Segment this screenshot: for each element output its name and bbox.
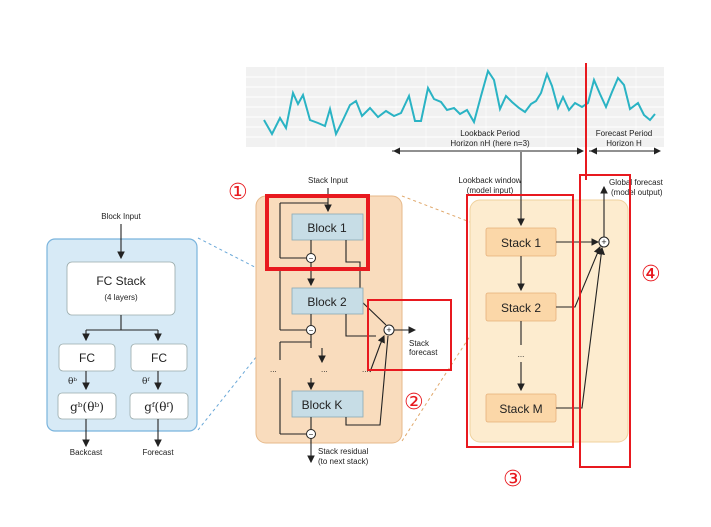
lookback-horizon-label: Horizon nH (here n=3)	[450, 139, 530, 148]
stack-2-label: Stack 2	[501, 301, 541, 315]
theta-f-label: θᶠ	[142, 377, 150, 387]
block-input-label: Block Input	[101, 212, 141, 221]
red-annotations: ① ② ③ ④	[228, 174, 661, 492]
highlight-box-4	[579, 174, 631, 468]
time-series-line	[263, 68, 656, 137]
svg-text:−: −	[309, 326, 314, 335]
lookback-period-label: Lookback Period	[460, 129, 520, 138]
annotation-number-4: ④	[641, 262, 661, 287]
stack-dots: ...	[518, 350, 525, 359]
stack-forecast-label-1: Stack	[409, 339, 430, 348]
forecast-period-label: Forecast Period	[596, 129, 652, 138]
block-1-label: Block 1	[307, 221, 347, 235]
fc-forecast-box	[130, 343, 188, 372]
svg-text:−: −	[309, 254, 314, 263]
block-k	[291, 390, 364, 418]
stack-m-label: Stack M	[499, 402, 542, 416]
fc-stack-label: FC Stack	[96, 274, 146, 288]
dots-right: ...	[362, 365, 369, 374]
global-forecast-label-2: (model output)	[611, 188, 663, 197]
time-series-strip: Lookback Period Horizon nH (here n=3) Fo…	[246, 63, 664, 180]
lookback-window-label-2: (model input)	[467, 186, 514, 195]
theta-b-label: θᵇ	[68, 377, 77, 387]
fc-stack-sublabel: (4 layers)	[104, 293, 138, 302]
forecast-label: Forecast	[142, 448, 174, 457]
annotation-number-2: ②	[404, 390, 424, 415]
stack-detail-panel: Stack Input Block 1 − Block 2 − + Stack …	[255, 176, 497, 466]
stack-forecast-label-2: forecast	[409, 348, 438, 357]
backcast-label: Backcast	[70, 448, 103, 457]
highlight-box-1	[265, 194, 370, 271]
fc-backcast-box	[58, 343, 116, 372]
block-detail-panel: Block Input FC Stack (4 layers) FC FC θᵇ…	[46, 212, 293, 457]
svg-text:+: +	[386, 325, 391, 335]
g-backcast-label: gᵇ(θᵇ)	[70, 400, 104, 414]
stack-residual-label-2: (to next stack)	[318, 457, 369, 466]
block-k-label: Block K	[302, 398, 343, 412]
lookback-window-label-1: Lookback window	[458, 176, 521, 185]
forecast-horizon-label: Horizon H	[606, 139, 642, 148]
stack-1-label: Stack 1	[501, 236, 541, 250]
dots-left: ...	[270, 365, 277, 374]
stack-residual-label-1: Stack residual	[318, 447, 368, 456]
highlight-box-2	[367, 299, 452, 371]
model-panel: Lookback window (model input) Stack 1 St…	[458, 152, 664, 443]
fc-stack-box	[66, 261, 176, 316]
global-forecast-label-1: Global forecast	[609, 178, 664, 187]
block-1	[291, 213, 364, 241]
g-forecast-label: gᶠ(θᶠ)	[144, 400, 174, 414]
highlight-box-3	[466, 194, 574, 448]
stack-input-label: Stack Input	[308, 176, 349, 185]
fc-forecast-label: FC	[151, 351, 167, 365]
g-backcast-box	[57, 392, 117, 420]
annotation-number-1: ①	[228, 180, 248, 205]
annotation-number-3: ③	[503, 467, 523, 492]
svg-text:−: −	[309, 430, 314, 439]
g-forecast-box	[129, 392, 189, 420]
dots-middle: ...	[321, 365, 328, 374]
fc-backcast-label: FC	[79, 351, 95, 365]
svg-text:+: +	[601, 237, 606, 247]
block-2-label: Block 2	[307, 295, 347, 309]
block-2	[291, 287, 364, 315]
